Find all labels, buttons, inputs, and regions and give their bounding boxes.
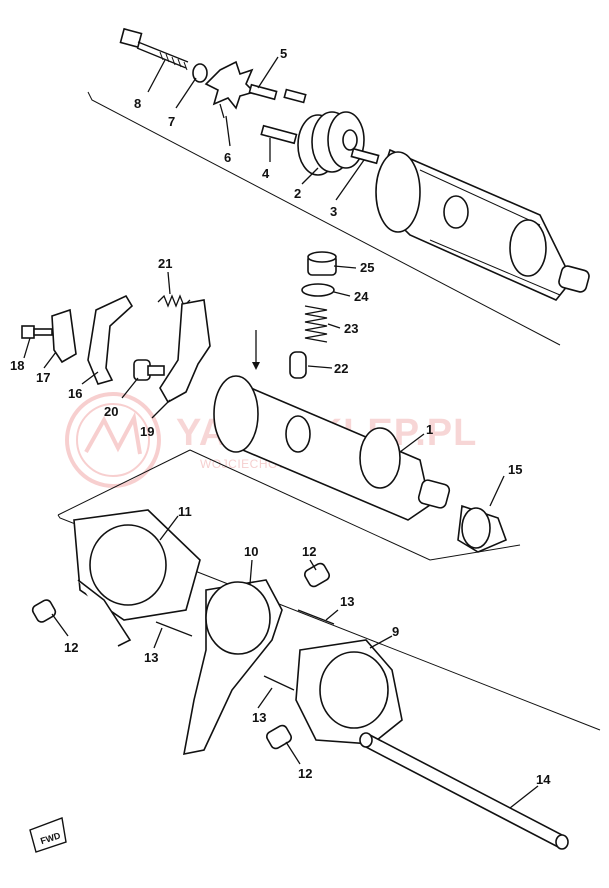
callout-13-left: 13 <box>144 650 158 665</box>
roller-part-12-bottom <box>266 724 292 750</box>
callout-1: 1 <box>426 422 433 437</box>
watermark-logo <box>65 392 161 488</box>
callout-18: 18 <box>10 358 24 373</box>
leader-lines <box>23 56 539 809</box>
star-plate-part-6 <box>204 60 256 110</box>
callout-13-mid: 13 <box>340 594 354 609</box>
plate-part-17 <box>51 308 77 364</box>
callout-13-low: 13 <box>252 710 266 725</box>
callout-23: 23 <box>344 321 358 336</box>
pin-part-4 <box>260 124 298 145</box>
segment-part-2 <box>297 111 365 176</box>
callout-8: 8 <box>134 96 141 111</box>
roller-part-12-left <box>31 599 57 623</box>
callout-6: 6 <box>224 150 231 165</box>
arm-part-19 <box>159 299 211 404</box>
cotter-pin-part-13-mid <box>297 609 335 625</box>
callout-5: 5 <box>280 46 287 61</box>
pin-part-3 <box>350 147 380 165</box>
spring-part-23 <box>304 305 328 343</box>
callout-21: 21 <box>158 256 172 271</box>
callout-22: 22 <box>334 361 348 376</box>
shift-drum-upper <box>375 148 590 301</box>
callout-9: 9 <box>392 624 399 639</box>
washer-part-7 <box>192 63 208 83</box>
bolt-part-20 <box>133 359 165 381</box>
shift-fork-part-10 <box>182 579 283 756</box>
roller-part-12-top <box>304 562 330 588</box>
callout-2: 2 <box>294 186 301 201</box>
shift-fork-part-11 <box>73 509 201 647</box>
callout-24: 24 <box>354 289 369 304</box>
callout-20: 20 <box>104 404 118 419</box>
lever-part-16 <box>87 294 134 385</box>
callout-15: 15 <box>508 462 522 477</box>
callout-19: 19 <box>140 424 154 439</box>
plug-part-25 <box>307 251 337 276</box>
callout-7: 7 <box>168 114 175 129</box>
callout-10: 10 <box>244 544 258 559</box>
cotter-pin-part-13-low <box>263 675 295 691</box>
forward-direction-tag: FWD <box>29 817 67 853</box>
callout-12-top: 12 <box>302 544 316 559</box>
cotter-pin-part-13-left <box>155 621 193 637</box>
pin-part-22 <box>289 351 307 379</box>
callout-25: 25 <box>360 260 374 275</box>
callout-17: 17 <box>36 370 50 385</box>
callout-16: 16 <box>68 386 82 401</box>
assembly-outline-upper <box>57 91 601 731</box>
bolt-part-18 <box>21 325 53 339</box>
pin-part-5 <box>248 83 307 104</box>
callout-14: 14 <box>536 772 551 787</box>
bearing-part-15 <box>457 504 508 553</box>
shift-fork-part-9 <box>295 639 403 745</box>
callout-3: 3 <box>330 204 337 219</box>
callout-4: 4 <box>262 166 270 181</box>
washer-part-24 <box>301 283 335 297</box>
callout-12-bottom: 12 <box>298 766 312 781</box>
bolt-part-8 <box>119 27 189 71</box>
callout-12-left: 12 <box>64 640 78 655</box>
shift-drum-part-1 <box>213 375 451 521</box>
shaft-part-14 <box>359 732 569 850</box>
callout-11: 11 <box>178 504 192 519</box>
arrow-head <box>252 362 260 370</box>
